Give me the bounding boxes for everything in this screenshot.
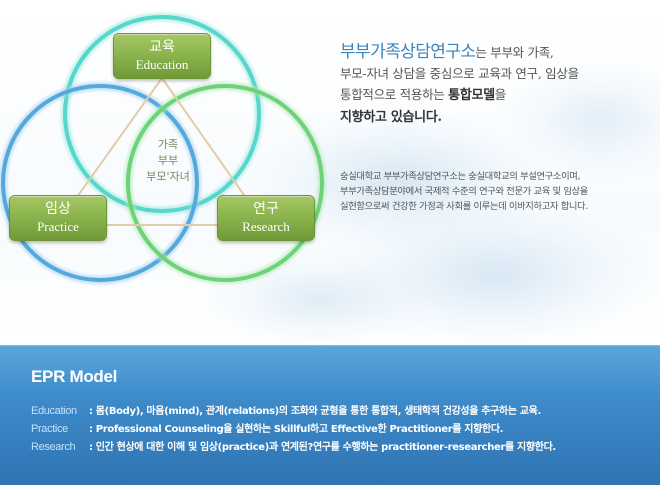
- epr-venn-diagram: 교육 Education 임상 Practice 연구 Research 가족 …: [0, 0, 330, 300]
- headline-line3-pre: 통합적으로 적용하는: [340, 87, 449, 102]
- connecting-triangle: [55, 76, 267, 226]
- headline-line3-post: 을: [494, 87, 507, 102]
- epr-row-education: Education : 몸(Body), 마음(mind), 관계(relatio…: [31, 403, 541, 419]
- practice-node: 임상 Practice: [9, 195, 107, 241]
- epr-definition: : 인간 현상에 대한 이해 및 임상(practice)과 연계된?연구를 수…: [89, 442, 556, 453]
- desc-line3: 실현함으로써 건강한 가정과 사회를 이루는데 이바지하고자 합니다.: [340, 201, 588, 212]
- center-parent-child: 부모'자녀: [146, 170, 190, 183]
- epr-row-practice: Practice : Professional Counseling을 실현하는 …: [31, 421, 503, 437]
- intro-statement: 부부가족상담연구소는 부부와 가족, 부모-자녀 상담을 중심으로 교육과 연구…: [340, 42, 660, 128]
- epr-definition: : Professional Counseling을 실현하는 Skillful…: [89, 424, 504, 435]
- headline-line2: 부모-자녀 상담을 중심으로 교육과 연구, 임상을: [340, 66, 579, 81]
- center-focus-label: 가족 부부 부모'자녀: [130, 137, 206, 185]
- education-circle-line: [63, 15, 261, 213]
- epr-model-panel: EPR Model Education : 몸(Body), 마음(mind), …: [0, 345, 660, 485]
- center-couple: 부부: [157, 154, 179, 167]
- practice-circle-line: [1, 84, 199, 282]
- practice-ko-label: 임상: [45, 201, 71, 217]
- research-en-label: Research: [242, 219, 290, 234]
- education-en-label: Education: [135, 57, 189, 72]
- venn-circles: [0, 12, 327, 285]
- education-ko-label: 교육: [149, 39, 175, 55]
- desc-line1: 숭실대학교 부부가족상담연구소는 숭실대학교의 부설연구소이며,: [340, 171, 581, 182]
- intro-description: 숭실대학교 부부가족상담연구소는 숭실대학교의 부설연구소이며, 부부가족상담분…: [340, 169, 660, 214]
- headline-line1-rest: 는 부부와 가족,: [475, 45, 554, 60]
- cloud-background: [200, 60, 660, 350]
- education-node: 교육 Education: [113, 33, 211, 79]
- cloud-shape: [200, 250, 440, 350]
- cloud-shape: [500, 60, 660, 180]
- epr-term: Education: [31, 405, 77, 417]
- institute-name: 부부가족상담연구소: [340, 42, 476, 62]
- research-circle-line: [126, 84, 324, 282]
- intro-headline: 부부가족상담연구소는 부부와 가족, 부모-자녀 상담을 중심으로 교육과 연구…: [340, 42, 660, 128]
- center-family: 가족: [157, 138, 179, 151]
- epr-row-research: Research : 인간 현상에 대한 이해 및 임상(practice)과 연…: [31, 439, 556, 455]
- headline-line4: 지향하고 있습니다.: [340, 110, 442, 125]
- research-ko-label: 연구: [253, 201, 279, 217]
- practice-en-label: Practice: [37, 219, 79, 234]
- epr-term: Practice: [31, 423, 68, 435]
- integrated-model-emphasis: 통합모델: [448, 88, 495, 103]
- research-node: 연구 Research: [217, 195, 315, 241]
- epr-model-title: EPR Model: [31, 367, 118, 386]
- epr-term: Research: [31, 441, 76, 453]
- epr-definition: : 몸(Body), 마음(mind), 관계(relations)의 조화와 …: [89, 406, 541, 417]
- desc-line2: 부부가족상담분야에서 국제적 수준의 연구와 전문가 교육 및 임상을: [340, 186, 588, 197]
